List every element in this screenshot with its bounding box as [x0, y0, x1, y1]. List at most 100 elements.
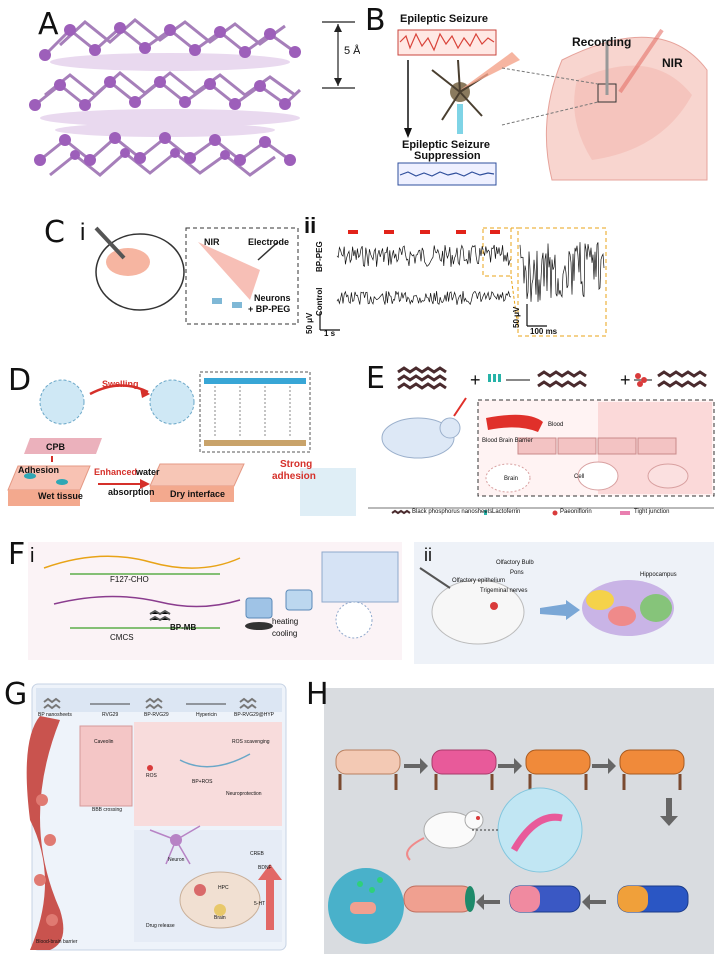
- panel-label-a: A: [38, 7, 59, 42]
- zoom-scale-voltage: 50 μV: [512, 306, 521, 328]
- caveolin-label: Caveolin: [94, 739, 114, 745]
- swelling-label: Swelling: [102, 379, 139, 389]
- panel-label-b: B: [365, 3, 386, 38]
- neuron-icon-g: [149, 825, 201, 865]
- trace-label-control: Control: [315, 287, 324, 316]
- svg-text:+: +: [620, 370, 631, 390]
- svg-text:+: +: [470, 370, 481, 390]
- panel-e: ++ E Blood Blood Brain Barrier Brain Cel…: [358, 358, 716, 516]
- roller-1: [335, 749, 401, 790]
- rvg29-label: RVG29: [102, 712, 119, 718]
- sub-label-f-i: i: [30, 545, 35, 567]
- panel-label-e: E: [366, 361, 385, 396]
- ros-label: ROS: [146, 773, 157, 779]
- nir-label-c: NIR: [204, 237, 220, 247]
- roller-4: [619, 749, 685, 790]
- olfactory-epithelium-label: Olfactory epithelium: [452, 578, 506, 584]
- panel-label-d: D: [8, 363, 32, 398]
- hippocampus-label: Hippocampus: [640, 572, 677, 578]
- sub-label-f-ii: ii: [424, 545, 432, 565]
- hpc-label: HPC: [218, 885, 229, 891]
- creb-label: CREB: [250, 851, 264, 857]
- phosphorene-structure: [29, 18, 355, 177]
- panel-label-f: F: [8, 538, 26, 572]
- bp-rvg29-label: BP-RVG29: [144, 712, 169, 718]
- legend-bp: Black phosphorus nanosheets: [412, 509, 493, 515]
- panel-d: D Swelling CPB Adhesion Wet tissue Enhan…: [0, 358, 356, 516]
- photostimulation-recording: [94, 226, 607, 337]
- legend-paeoniflorin: Paeoniflorin: [560, 509, 592, 515]
- nir-label: NIR: [662, 56, 683, 70]
- strong-adhesion-label: adhesion: [272, 471, 316, 482]
- mouse-head-f: [419, 567, 525, 645]
- brain-label-e: Brain: [504, 476, 519, 482]
- mouse-icon-h: [406, 810, 484, 861]
- neurons-label: Neurons: [254, 293, 291, 303]
- neuron-icon: [431, 52, 520, 134]
- control-trace: [336, 290, 512, 306]
- fiber-fabrication-diagram: [324, 688, 714, 954]
- panel-a: A 5 Å: [0, 0, 360, 200]
- suppression-title-2: Suppression: [414, 150, 481, 162]
- heating-label: heating: [272, 617, 299, 626]
- adhesion-label: Adhesion: [18, 465, 60, 475]
- mouse-head-icon: [94, 226, 185, 311]
- cmcs-label: CMCS: [110, 633, 134, 642]
- enhanced-label: Enhanced: [94, 467, 138, 477]
- layer-spacing-label: 5 Å: [344, 45, 360, 57]
- panel-c: C i ii NIR Electrode Neurons + BP-PEG BP…: [0, 200, 716, 340]
- hypericin-label: Hypericin: [196, 712, 217, 718]
- roller-6: [509, 885, 581, 913]
- ros-scavenging-label: ROS scavenging: [232, 739, 270, 745]
- drug-release-label: Drug release: [146, 923, 175, 929]
- bp-rvg29-hyp-label: BP-RVG29@HYP: [234, 712, 274, 718]
- suppression-title-1: Epileptic Seizure: [402, 139, 491, 151]
- legend-lactoferrin: Lactoferrin: [492, 509, 521, 515]
- hydrogel-adhesion-diagram: [7, 371, 356, 516]
- roller-3: [525, 749, 591, 790]
- zoom-scale-time: 100 ms: [530, 327, 558, 336]
- blood-label: Blood: [548, 422, 564, 428]
- blood-brain-barrier-label: Blood-brain barrier: [36, 939, 78, 945]
- scale-bar-voltage: 50 μV: [305, 312, 314, 334]
- 5ht-label: 5-HT: [254, 901, 266, 907]
- cpb-label: CPB: [46, 442, 66, 452]
- neuron-label: Neuron: [168, 857, 185, 863]
- bbb-delivery-diagram: ++: [368, 366, 715, 516]
- panel-b: B Epileptic Seizure Epileptic Seizure Su…: [362, 0, 716, 200]
- cooling-label: cooling: [272, 629, 298, 638]
- olfactory-bulb-label: Olfactory Bulb: [496, 560, 534, 566]
- absorption-label: absorption: [108, 487, 155, 497]
- brain-section: [582, 580, 674, 636]
- panel-g: G BP nanosheets RVG29 BP-RVG29 Hypericin…: [0, 680, 300, 957]
- strong-label: Strong: [280, 459, 313, 470]
- panel-label-h: H: [306, 680, 329, 712]
- trigeminal-label: Trigeminal nerves: [480, 588, 528, 594]
- trace-label-bp-peg: BP-PEG: [315, 241, 324, 272]
- legend-tight-junction: Tight junction: [634, 509, 670, 515]
- water-label: water: [136, 467, 160, 477]
- wet-tissue-label: Wet tissue: [38, 491, 83, 501]
- bp-ros-label: BP+ROS: [192, 779, 213, 785]
- electrode-label: Electrode: [248, 237, 290, 247]
- sub-label-c-ii: ii: [304, 213, 317, 238]
- bp-nanosheets-label: BP nanosheets: [38, 712, 72, 718]
- cell-label: Cell: [574, 474, 585, 480]
- dry-interface-label: Dry interface: [170, 489, 226, 499]
- neuroprotection-label: Neuroprotection: [226, 791, 262, 797]
- panel-f: F i ii F127-CHO CMCS BP-MB heating cooli…: [0, 538, 716, 668]
- hydrogel-nasal-delivery: [28, 542, 714, 664]
- panel-label-c: C: [44, 215, 65, 250]
- bbb-crossing-diagram: [26, 683, 287, 951]
- f127-label: F127-CHO: [110, 575, 149, 584]
- brain-label-g: Brain: [214, 915, 226, 921]
- bdnf-label: BDNF: [258, 865, 272, 871]
- mouse-icon: [381, 397, 467, 459]
- bbb-crossing-label: BBB crossing: [92, 807, 123, 813]
- seizure-title: Epileptic Seizure: [400, 13, 489, 25]
- panel-h: H: [300, 680, 716, 957]
- panel-label-g: G: [4, 680, 28, 712]
- scale-bar-time: 1 s: [324, 329, 336, 338]
- bbb-label: Blood Brain Barrier: [482, 438, 533, 444]
- bp-mb-label: BP-MB: [170, 623, 197, 632]
